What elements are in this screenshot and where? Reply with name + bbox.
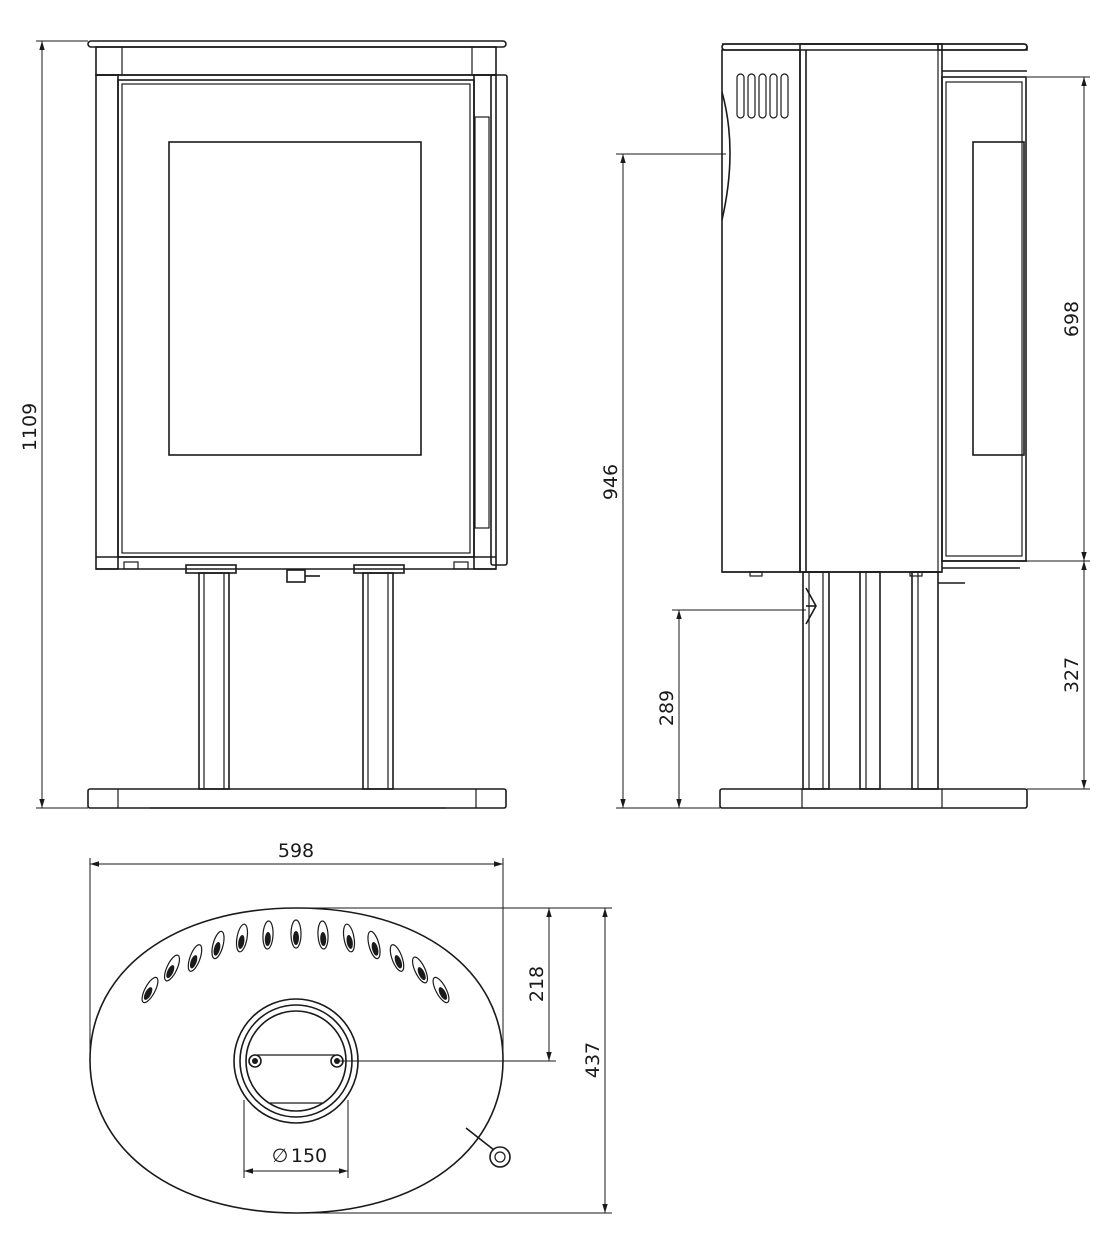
dim-label-side-window: 698 (1061, 301, 1083, 337)
dim-label-base-to-body: 327 (1061, 657, 1083, 693)
dim-label-width: 598 (278, 840, 314, 862)
dim-label-handle-height: 946 (600, 464, 622, 500)
dim-label-total-height: 1109 (19, 403, 41, 451)
dim-label-depth: 437 (582, 1042, 604, 1078)
side-view (719, 43, 1028, 809)
dim-label-flue-diameter: 150 (291, 1145, 327, 1167)
dim-label-rear-to-flue: 218 (526, 966, 548, 1002)
dimension-flue-diameter: ∅ 150 (243, 1100, 349, 1178)
dimension-depth: 437 (297, 907, 612, 1214)
dimension-handle-height: 946 (600, 153, 726, 809)
dimension-total-height: 1109 (19, 40, 88, 809)
dimension-side-window: 698 (1027, 76, 1090, 562)
vent-slots (141, 919, 450, 1004)
dim-label-diameter-symbol: ∅ (272, 1145, 289, 1167)
front-view (87, 40, 508, 809)
dimension-width: 598 (89, 840, 504, 1060)
dimension-base-to-body: 327 (1027, 561, 1090, 790)
dimension-rear-to-flue: 218 (297, 907, 556, 1062)
dimension-leg-height: 289 (656, 609, 806, 808)
dim-label-leg-height: 289 (656, 690, 678, 726)
